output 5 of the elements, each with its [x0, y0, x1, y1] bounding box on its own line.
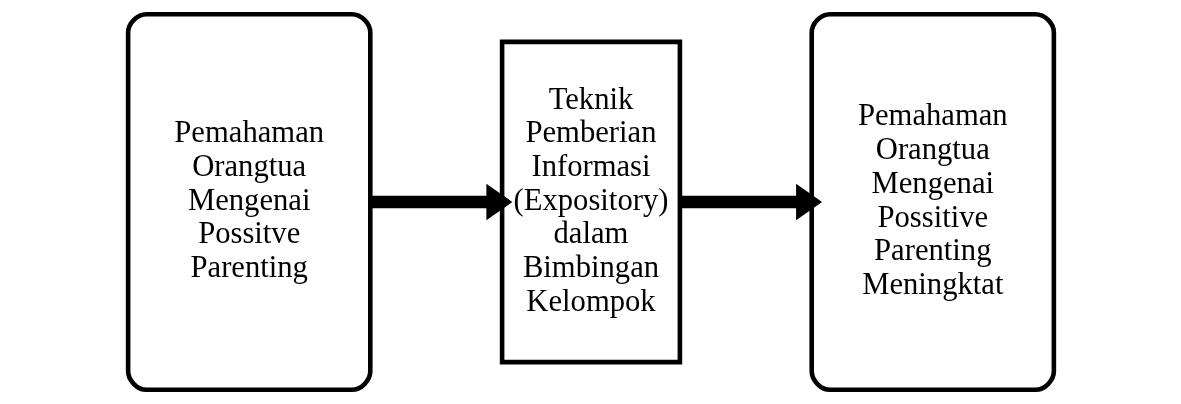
node-box: Teknik Pemberian Informasi (Expository) dalam Bimbingan Kelompok — [499, 39, 682, 365]
node-box: Pemahaman Orangtua Mengenai Possitve Parenting — [125, 11, 373, 393]
arrow — [679, 183, 822, 221]
node-box: Pemahaman Orangtua Mengenai Possitive Parenting Meningktat — [808, 11, 1056, 393]
arrow — [370, 183, 512, 221]
